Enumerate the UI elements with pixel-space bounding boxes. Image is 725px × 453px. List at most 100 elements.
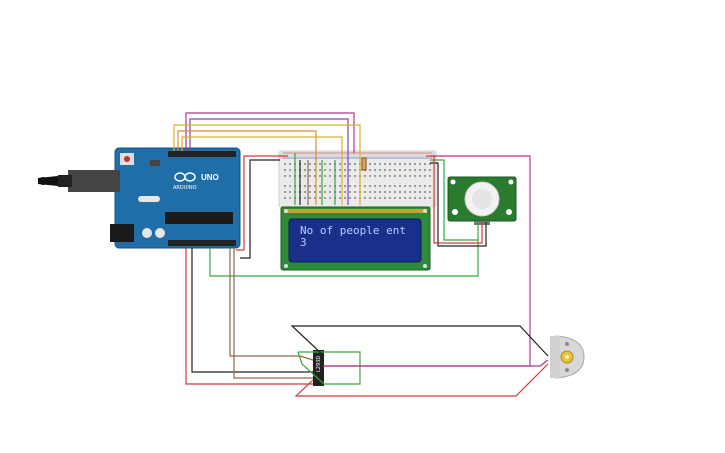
breadboard-hole[interactable] bbox=[424, 185, 426, 187]
breadboard-hole[interactable] bbox=[404, 175, 406, 177]
breadboard-hole[interactable] bbox=[369, 163, 371, 165]
breadboard-hole[interactable] bbox=[309, 185, 311, 187]
breadboard-hole[interactable] bbox=[349, 169, 351, 171]
breadboard-hole[interactable] bbox=[324, 197, 326, 199]
breadboard-hole[interactable] bbox=[369, 191, 371, 193]
breadboard-hole[interactable] bbox=[284, 175, 286, 177]
breadboard-hole[interactable] bbox=[389, 169, 391, 171]
breadboard-hole[interactable] bbox=[404, 163, 406, 165]
breadboard-hole[interactable] bbox=[404, 191, 406, 193]
breadboard-hole[interactable] bbox=[354, 197, 356, 199]
breadboard-hole[interactable] bbox=[304, 191, 306, 193]
breadboard-hole[interactable] bbox=[329, 163, 331, 165]
breadboard-hole[interactable] bbox=[339, 163, 341, 165]
breadboard-hole[interactable] bbox=[384, 197, 386, 199]
breadboard-hole[interactable] bbox=[379, 191, 381, 193]
breadboard-hole[interactable] bbox=[374, 169, 376, 171]
breadboard-hole[interactable] bbox=[304, 175, 306, 177]
breadboard-hole[interactable] bbox=[284, 197, 286, 199]
breadboard-hole[interactable] bbox=[284, 163, 286, 165]
breadboard-hole[interactable] bbox=[374, 185, 376, 187]
breadboard-hole[interactable] bbox=[369, 197, 371, 199]
breadboard-hole[interactable] bbox=[394, 197, 396, 199]
breadboard-hole[interactable] bbox=[344, 163, 346, 165]
breadboard-hole[interactable] bbox=[324, 163, 326, 165]
breadboard-hole[interactable] bbox=[419, 185, 421, 187]
breadboard-hole[interactable] bbox=[379, 185, 381, 187]
breadboard-hole[interactable] bbox=[349, 175, 351, 177]
breadboard-hole[interactable] bbox=[399, 175, 401, 177]
breadboard-hole[interactable] bbox=[354, 169, 356, 171]
breadboard-hole[interactable] bbox=[329, 197, 331, 199]
breadboard-hole[interactable] bbox=[414, 163, 416, 165]
breadboard-hole[interactable] bbox=[349, 185, 351, 187]
breadboard-hole[interactable] bbox=[429, 191, 431, 193]
breadboard-hole[interactable] bbox=[344, 191, 346, 193]
breadboard-hole[interactable] bbox=[389, 185, 391, 187]
breadboard-hole[interactable] bbox=[414, 191, 416, 193]
breadboard-hole[interactable] bbox=[399, 197, 401, 199]
breadboard-hole[interactable] bbox=[394, 175, 396, 177]
breadboard-hole[interactable] bbox=[419, 175, 421, 177]
dc-motor[interactable] bbox=[550, 335, 585, 379]
breadboard-hole[interactable] bbox=[399, 185, 401, 187]
breadboard-hole[interactable] bbox=[324, 175, 326, 177]
breadboard-hole[interactable] bbox=[384, 163, 386, 165]
breadboard-hole[interactable] bbox=[419, 191, 421, 193]
breadboard-hole[interactable] bbox=[304, 169, 306, 171]
breadboard-hole[interactable] bbox=[369, 185, 371, 187]
breadboard-hole[interactable] bbox=[394, 163, 396, 165]
breadboard-hole[interactable] bbox=[424, 169, 426, 171]
breadboard-hole[interactable] bbox=[374, 175, 376, 177]
breadboard-hole[interactable] bbox=[424, 175, 426, 177]
breadboard-hole[interactable] bbox=[389, 191, 391, 193]
breadboard-hole[interactable] bbox=[319, 185, 321, 187]
breadboard-hole[interactable] bbox=[384, 185, 386, 187]
breadboard-hole[interactable] bbox=[424, 191, 426, 193]
arduino-uno-board[interactable]: UNO ARDUINO bbox=[38, 147, 241, 249]
analog-header[interactable] bbox=[168, 240, 236, 246]
breadboard-hole[interactable] bbox=[309, 191, 311, 193]
breadboard-hole[interactable] bbox=[429, 185, 431, 187]
breadboard-hole[interactable] bbox=[409, 175, 411, 177]
breadboard-hole[interactable] bbox=[349, 197, 351, 199]
lcd-16x2[interactable]: No of people ent 3 bbox=[280, 206, 431, 271]
breadboard-hole[interactable] bbox=[284, 169, 286, 171]
breadboard-hole[interactable] bbox=[394, 169, 396, 171]
breadboard-hole[interactable] bbox=[404, 185, 406, 187]
breadboard-hole[interactable] bbox=[289, 185, 291, 187]
breadboard-hole[interactable] bbox=[364, 185, 366, 187]
breadboard-hole[interactable] bbox=[414, 197, 416, 199]
breadboard-hole[interactable] bbox=[419, 163, 421, 165]
breadboard-hole[interactable] bbox=[369, 175, 371, 177]
breadboard-hole[interactable] bbox=[389, 197, 391, 199]
breadboard-hole[interactable] bbox=[394, 191, 396, 193]
breadboard-hole[interactable] bbox=[429, 169, 431, 171]
breadboard-hole[interactable] bbox=[339, 197, 341, 199]
breadboard-hole[interactable] bbox=[329, 185, 331, 187]
breadboard-hole[interactable] bbox=[314, 197, 316, 199]
breadboard-hole[interactable] bbox=[319, 191, 321, 193]
breadboard-hole[interactable] bbox=[399, 191, 401, 193]
breadboard-hole[interactable] bbox=[289, 191, 291, 193]
breadboard-hole[interactable] bbox=[339, 169, 341, 171]
breadboard-hole[interactable] bbox=[289, 197, 291, 199]
breadboard-hole[interactable] bbox=[409, 185, 411, 187]
breadboard-hole[interactable] bbox=[289, 169, 291, 171]
breadboard-hole[interactable] bbox=[384, 169, 386, 171]
breadboard-hole[interactable] bbox=[354, 185, 356, 187]
breadboard-hole[interactable] bbox=[304, 163, 306, 165]
breadboard-hole[interactable] bbox=[329, 175, 331, 177]
breadboard-hole[interactable] bbox=[309, 197, 311, 199]
breadboard-hole[interactable] bbox=[384, 191, 386, 193]
breadboard-hole[interactable] bbox=[374, 197, 376, 199]
breadboard-hole[interactable] bbox=[364, 175, 366, 177]
breadboard-hole[interactable] bbox=[389, 175, 391, 177]
breadboard-hole[interactable] bbox=[349, 191, 351, 193]
breadboard-hole[interactable] bbox=[404, 197, 406, 199]
breadboard-hole[interactable] bbox=[309, 169, 311, 171]
breadboard-hole[interactable] bbox=[379, 163, 381, 165]
breadboard-hole[interactable] bbox=[394, 185, 396, 187]
breadboard-hole[interactable] bbox=[284, 191, 286, 193]
